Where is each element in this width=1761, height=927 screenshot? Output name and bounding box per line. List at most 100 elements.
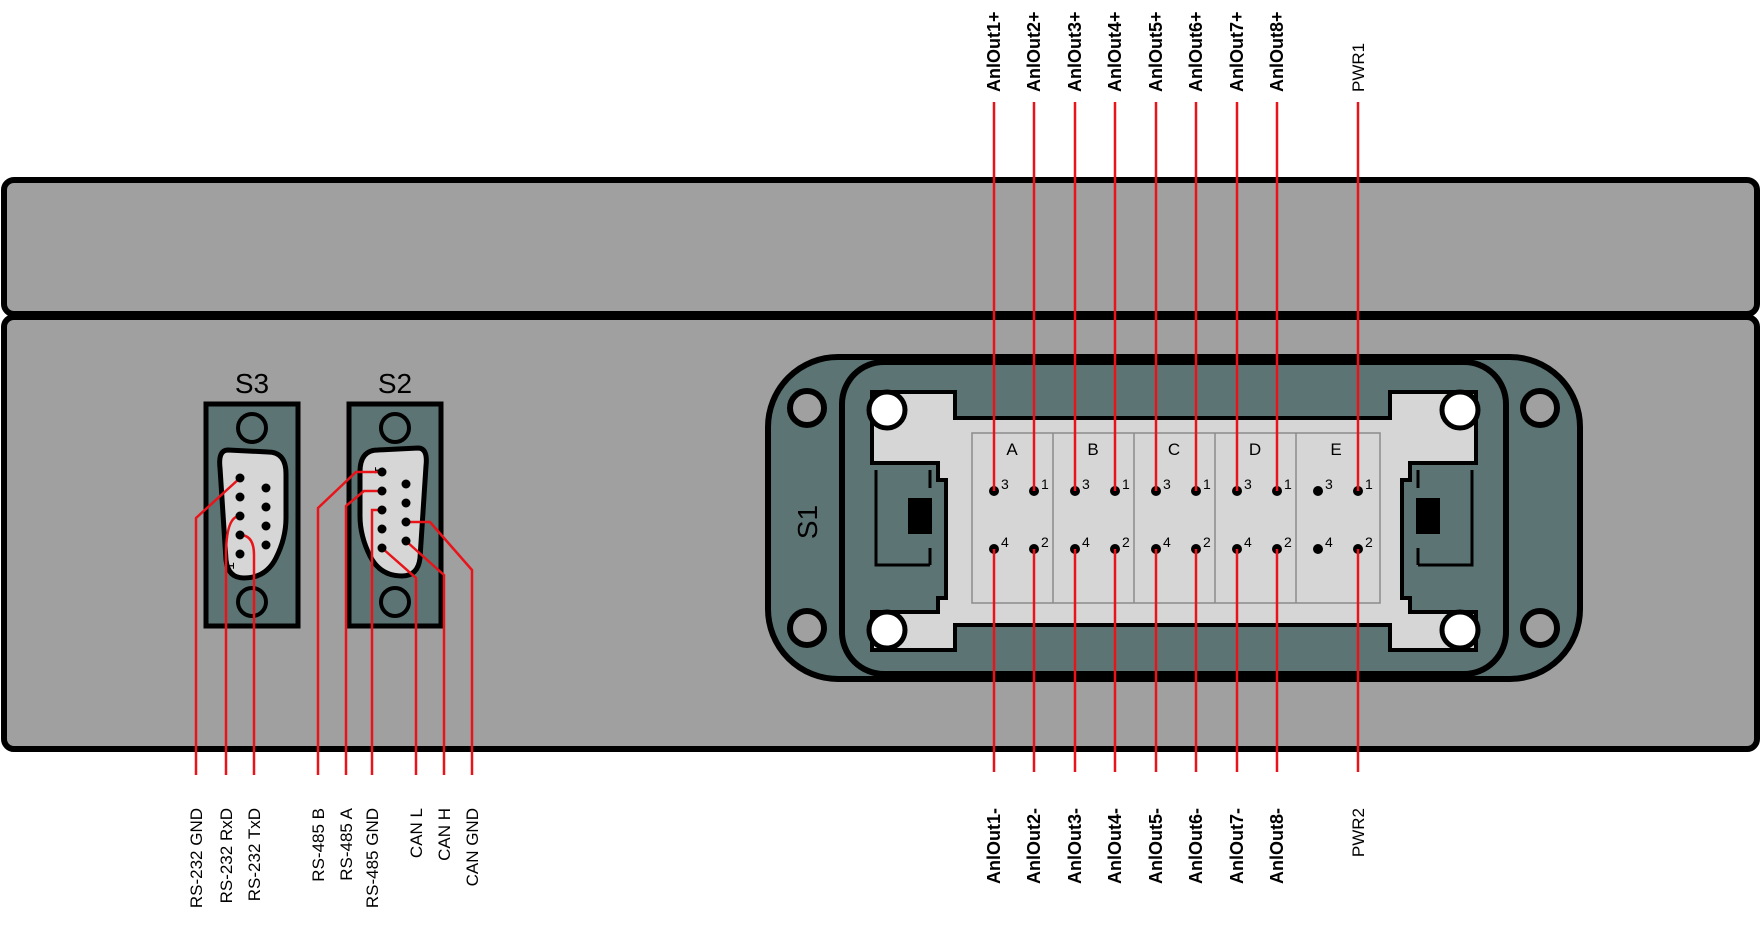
insert-screw-bottom-right <box>1439 609 1481 651</box>
wire-label: AnlOut3+ <box>1065 11 1085 92</box>
wire-label: AnlOut3- <box>1065 808 1085 884</box>
wire-s2 <box>316 470 382 775</box>
s1-pin-number: 1 <box>1122 476 1130 492</box>
wire-label: RS-485 B <box>309 808 328 882</box>
s1-pin-number: 3 <box>1244 476 1252 492</box>
s1-pin-number: 1 <box>1041 476 1049 492</box>
s1-pin-number: 3 <box>1001 476 1009 492</box>
sub-d-pin <box>377 467 387 477</box>
s1-pin-number: 3 <box>1082 476 1090 492</box>
housing-top-band <box>1 177 1760 317</box>
wire-label: CAN H <box>435 808 454 861</box>
wire-s2 <box>406 520 474 775</box>
wire-label: RS-232 GND <box>187 808 206 908</box>
s3-label: S3 <box>235 368 269 399</box>
s1-column-label: B <box>1087 440 1098 459</box>
s2-screw-top <box>379 412 411 444</box>
wire-label: AnlOut2- <box>1024 808 1044 884</box>
sub-d-pin <box>377 543 387 553</box>
wire-label: AnlOut6+ <box>1186 11 1206 92</box>
s1-column-label: A <box>1006 440 1018 459</box>
sub-d-pin <box>235 530 245 540</box>
wire-label: CAN GND <box>463 808 482 886</box>
s1-pin <box>1313 486 1323 496</box>
s1-pin-number: 1 <box>1284 476 1292 492</box>
s1-pin-number: 1 <box>1365 476 1373 492</box>
s1-pin-number: 4 <box>1163 534 1171 550</box>
wire-label: AnlOut2+ <box>1024 11 1044 92</box>
sub-d-pin <box>235 549 245 559</box>
wire-label: AnlOut5+ <box>1146 11 1166 92</box>
wire-label: RS-232 TxD <box>245 808 264 901</box>
s1-pin-number: 4 <box>1244 534 1252 550</box>
wire-label: AnlOut7+ <box>1227 11 1247 92</box>
sub-d-pin <box>377 524 387 534</box>
right-latch-block <box>1416 498 1440 534</box>
s2-label: S2 <box>378 368 412 399</box>
s3-pin1-mark: 1 <box>221 562 237 570</box>
sub-d-pin <box>377 505 387 515</box>
sub-d-pin <box>235 473 245 483</box>
insert-screw-top-left <box>866 389 908 431</box>
sub-d-pin <box>261 483 271 493</box>
s1-pin-number: 1 <box>1203 476 1211 492</box>
s1-module-grid <box>971 432 1381 604</box>
mount-hole-bottom-left <box>787 608 827 648</box>
s3-screw-top <box>236 412 268 444</box>
mount-hole-top-left <box>787 388 827 428</box>
wire-label: AnlOut5- <box>1146 808 1166 884</box>
wire-label: AnlOut1- <box>984 808 1004 884</box>
insert-screw-top-right <box>1439 389 1481 431</box>
wire-label: AnlOut4+ <box>1105 11 1125 92</box>
sub-d-pin <box>377 486 387 496</box>
wire-label: AnlOut1+ <box>984 11 1004 92</box>
sub-d-pins <box>235 467 411 559</box>
connector-s2: S2 1 <box>346 368 444 629</box>
wire-s2 <box>381 547 418 775</box>
mount-hole-top-right <box>1520 388 1560 428</box>
insert-screw-bottom-left <box>866 609 908 651</box>
wire-label: CAN L <box>407 808 426 858</box>
sub-d-pin <box>261 521 271 531</box>
wire-s3 <box>194 477 241 775</box>
s1-pin-number: 3 <box>1325 476 1333 492</box>
wire-label: RS-485 GND <box>363 808 382 908</box>
mount-hole-bottom-right <box>1520 608 1560 648</box>
left-latch-rail <box>874 470 932 567</box>
s1-column-label: E <box>1330 440 1341 459</box>
sub-d-pin <box>401 536 411 546</box>
s1-pin-number: 4 <box>1082 534 1090 550</box>
left-latch-block <box>908 498 932 534</box>
wire-label: AnlOut6- <box>1186 808 1206 884</box>
s1-pin-number: 4 <box>1325 534 1333 550</box>
wire-label: AnlOut8+ <box>1267 11 1287 92</box>
sub-d-pin <box>261 502 271 512</box>
wire-label: AnlOut8- <box>1267 808 1287 884</box>
s1-pin-number: 2 <box>1284 534 1292 550</box>
wire-layer <box>194 102 1360 775</box>
s3-screw-bottom <box>236 586 268 618</box>
wire-label: AnlOut7- <box>1227 808 1247 884</box>
wire-s2 <box>344 489 382 775</box>
s2-screw-bottom <box>379 586 411 618</box>
sub-d-pin <box>261 540 271 550</box>
s1-pin-number: 2 <box>1365 534 1373 550</box>
s1-pin-number: 4 <box>1001 534 1009 550</box>
wire-label: AnlOut4- <box>1105 808 1125 884</box>
s1-column-label: C <box>1168 440 1180 459</box>
s1-label: S1 <box>792 505 823 539</box>
sub-d-pin <box>235 492 245 502</box>
s1-pin-number: 3 <box>1163 476 1171 492</box>
sub-d-pin <box>401 498 411 508</box>
s1-pin <box>1313 544 1323 554</box>
wire-label: RS-232 RxD <box>217 808 236 903</box>
s1-pin-number: 2 <box>1122 534 1130 550</box>
s1-pin-number: 2 <box>1203 534 1211 550</box>
wire-label: PWR2 <box>1349 808 1368 857</box>
s1-column-label: D <box>1249 440 1261 459</box>
wire-s2 <box>405 540 446 775</box>
sub-d-pin <box>401 517 411 527</box>
sub-d-pin <box>235 511 245 521</box>
